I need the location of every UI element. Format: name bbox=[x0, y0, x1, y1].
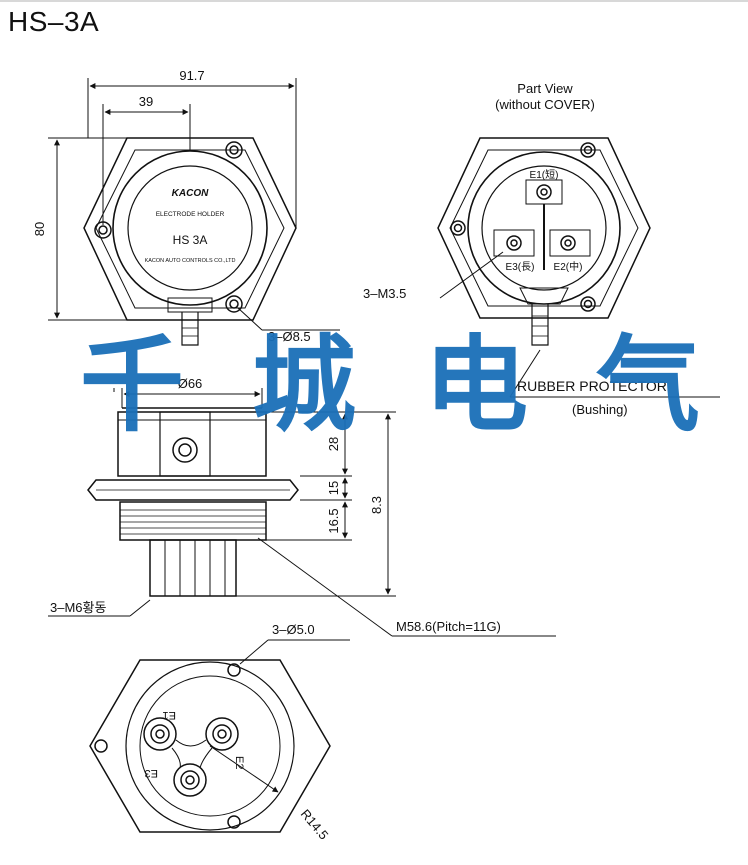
watermark-char-2: 城 bbox=[251, 323, 356, 446]
holder-line2: HS 3A bbox=[173, 233, 208, 247]
holder-line3: KACON AUTO CONTROLS CO.,LTD bbox=[145, 258, 236, 264]
dim-8-3: 8.3 bbox=[369, 496, 384, 514]
bushing-leader bbox=[509, 349, 720, 398]
screw-m3-5-label: 3–M3.5 bbox=[363, 286, 406, 301]
top-border bbox=[0, 0, 748, 2]
dim-28: 28 bbox=[326, 437, 341, 451]
holder-line1: ELECTRODE HOLDER bbox=[156, 211, 225, 218]
front-view-dimensions bbox=[48, 78, 340, 331]
watermark-char-4: 气 bbox=[595, 323, 700, 446]
part-view-title: Part View bbox=[517, 81, 573, 96]
bushing-label: (Bushing) bbox=[572, 402, 628, 417]
thread-m58-label: M58.6(Pitch=11G) bbox=[396, 619, 501, 634]
dim-16-5: 16.5 bbox=[326, 508, 341, 533]
hole-dim-label: 3–Ø8.5 bbox=[268, 329, 311, 344]
dim-39: 39 bbox=[139, 94, 153, 109]
side-view-dimensions bbox=[48, 388, 556, 637]
dim-80: 80 bbox=[32, 222, 47, 236]
cover-ring-outer bbox=[112, 150, 268, 306]
terminal-e3-label: E3 bbox=[145, 767, 158, 779]
side-view bbox=[87, 388, 299, 597]
part-view bbox=[437, 137, 651, 346]
watermark-char-3: 电 bbox=[423, 323, 528, 446]
bottom-view-leaders bbox=[209, 639, 350, 793]
hole-phi5-label: 3–Ø5.0 bbox=[272, 622, 315, 637]
bottom-view bbox=[89, 659, 331, 833]
dim-phi66: Ø66 bbox=[178, 376, 203, 391]
watermark: 千 城 电 气 bbox=[80, 300, 700, 451]
rubber-protector-label: RUBBER PROTECTOR bbox=[517, 378, 667, 394]
dim-91-7: 91.7 bbox=[179, 68, 204, 83]
watermark-char-1: 千 bbox=[80, 323, 185, 446]
label-e1-short: E1(短) bbox=[530, 168, 559, 181]
radius-r14-5-label: R14.5 bbox=[298, 806, 332, 842]
hex-body-outline bbox=[83, 137, 297, 321]
label-e3-long: E3(長) bbox=[506, 261, 535, 273]
cover-ring-inner bbox=[127, 165, 253, 291]
dim-15: 15 bbox=[326, 481, 341, 495]
front-view-cover bbox=[83, 137, 297, 346]
part-view-subtitle: (without COVER) bbox=[495, 97, 595, 112]
drawing-title: HS–3A bbox=[8, 6, 100, 37]
terminal-e1-label: E1 bbox=[163, 709, 176, 721]
thread-m6-label: 3–M6황동 bbox=[50, 600, 106, 615]
label-e2-mid: E2(中) bbox=[554, 260, 583, 273]
holder-brand: KACON bbox=[172, 188, 209, 199]
terminal-e2-label: E2 bbox=[233, 756, 245, 769]
m3-5-leader bbox=[439, 251, 504, 299]
